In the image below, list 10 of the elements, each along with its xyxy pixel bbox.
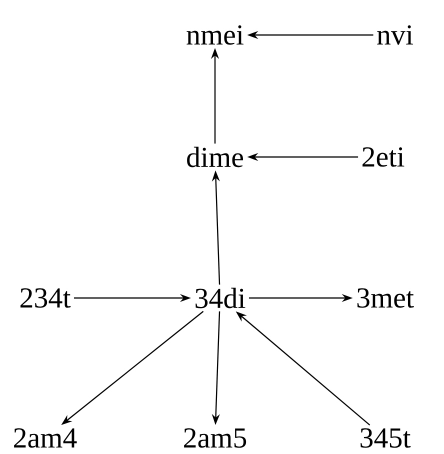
node-label: 234t	[20, 288, 71, 308]
node-label: dime	[187, 146, 243, 168]
node-label: 34di	[196, 288, 246, 308]
node-label: 3met	[357, 288, 414, 308]
node-label: 2am5	[184, 428, 246, 448]
node-label: nmei	[186, 25, 244, 45]
node-label: 345t	[360, 428, 411, 448]
node-label: 2am4	[14, 428, 77, 448]
node-label: 2eti	[362, 147, 404, 167]
node-label: nvi	[377, 25, 413, 45]
